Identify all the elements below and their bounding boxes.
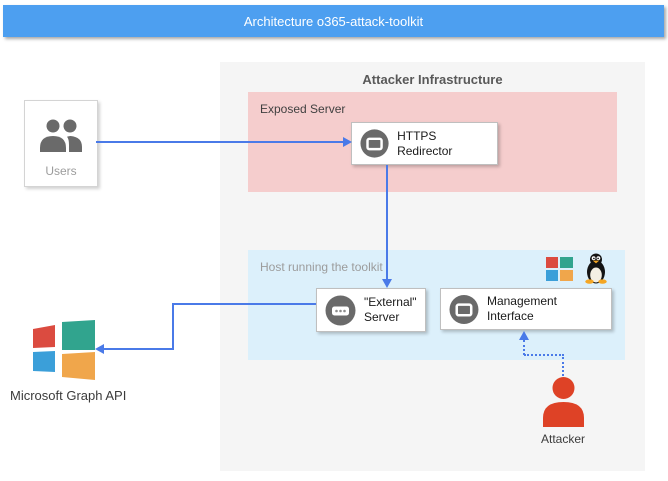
- arrowhead-left-icon: [95, 344, 104, 354]
- users-icon: [40, 119, 82, 152]
- host-zone-label: Host running the toolkit: [260, 260, 383, 274]
- linux-tux-icon: [585, 253, 607, 284]
- attacker-label: Attacker: [540, 432, 585, 446]
- external-server-label-line1: "External": [364, 295, 417, 309]
- users-label: Users: [45, 164, 77, 178]
- connector-external-to-graph-seg3: [104, 348, 174, 350]
- connector-users-to-redirector: [96, 141, 344, 143]
- exposed-server-label: Exposed Server: [260, 102, 346, 116]
- https-redirector-label: HTTPS Redirector: [397, 128, 453, 158]
- management-interface-label: Management Interface: [486, 294, 557, 323]
- external-server-label-line2: Server: [364, 310, 400, 324]
- connector-external-to-graph-seg1: [172, 303, 316, 305]
- connector-attacker-to-mgmt-seg3: [523, 340, 525, 355]
- ellipsis-window-icon: [325, 295, 356, 325]
- panel-title: Attacker Infrastructure: [362, 72, 503, 87]
- https-redirector-node: HTTPS Redirector: [351, 122, 498, 165]
- arrowhead-up-icon: [519, 331, 529, 340]
- management-interface-node: Management Interface: [440, 288, 612, 330]
- graph-api-label: Microsoft Graph API: [10, 388, 127, 403]
- external-server-node: "External" Server: [316, 288, 426, 332]
- arrowhead-down-icon: [382, 279, 392, 288]
- person-icon: [543, 377, 584, 427]
- connector-external-to-graph-seg2: [172, 303, 174, 349]
- connector-attacker-to-mgmt-seg1: [562, 357, 564, 376]
- app-window-icon: [449, 294, 479, 324]
- users-node: Users: [24, 100, 98, 187]
- diagram-title: Architecture o365-attack-toolkit: [243, 13, 424, 29]
- windows-logo-icon: [546, 257, 573, 281]
- diagram-title-banner: Architecture o365-attack-toolkit: [3, 5, 664, 37]
- microsoft-logo: [33, 320, 95, 380]
- connector-redirector-to-external: [386, 165, 388, 280]
- arrowhead-right-icon: [343, 137, 352, 147]
- app-window-icon: [360, 129, 389, 158]
- connector-attacker-to-mgmt-seg2: [524, 354, 564, 356]
